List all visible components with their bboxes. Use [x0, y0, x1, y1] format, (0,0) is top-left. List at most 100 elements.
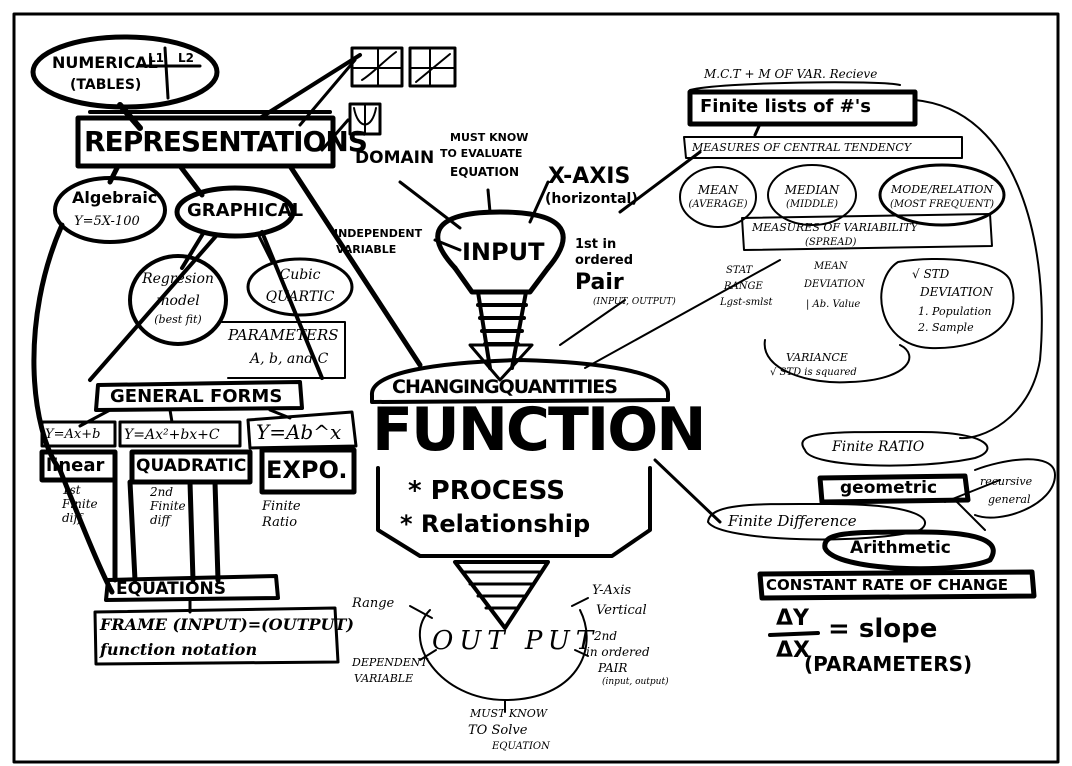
independent-label-2: VARIABLE [336, 243, 397, 256]
table-cell-l1: L1 [148, 51, 164, 65]
diff-linear-1: 1st [62, 483, 81, 497]
arithmetic-label: Arithmetic [850, 538, 951, 558]
graphical-oval [174, 185, 296, 239]
std-dev-1: √ STD [912, 267, 950, 281]
geometric-label: geometric [840, 478, 938, 498]
std-deviation-oval [880, 258, 1015, 350]
variance-1: VARIANCE [786, 351, 848, 364]
equations-box [104, 574, 280, 602]
general-forms-box [94, 380, 304, 412]
median-oval [767, 164, 857, 226]
slope-label: = slope [828, 614, 938, 644]
numerical-oval [30, 34, 220, 110]
domain-label: DOMAIN [355, 148, 435, 168]
median-label: MEDIAN [784, 183, 840, 197]
parameters-abc: A, b, and C [250, 351, 329, 367]
function-notation-box [93, 606, 340, 666]
function-body [376, 466, 652, 558]
form-expo: Y=Ab^x [256, 420, 342, 444]
relationship-label: * Relationship [400, 510, 591, 538]
second-pair-4: (input, output) [602, 677, 669, 687]
std-dev-3: 1. Population [918, 305, 992, 318]
algebraic-label: Algebraic [72, 188, 158, 207]
must-know-solve-2: TO Solve [468, 723, 528, 738]
type-box-expo [259, 447, 357, 495]
mean-dev-1: MEAN [814, 261, 848, 272]
notation-line-1: FRAME (INPUT)=(OUTPUT) [100, 615, 354, 634]
diff-linear-2: Finite [62, 497, 98, 511]
diff-quad-1: 2nd [150, 485, 174, 499]
input-bulb [435, 209, 566, 271]
input-label: INPUT [462, 238, 545, 266]
variance-curve [763, 339, 911, 384]
pair-note: (INPUT, OUTPUT) [593, 297, 676, 307]
x-axis-sub: (horizontal) [545, 191, 638, 207]
vertical-label: Vertical [596, 603, 647, 618]
regression-line-1: Regresion [142, 271, 214, 287]
cubic-label: Cubic [279, 267, 321, 283]
mean-oval [679, 166, 757, 228]
second-pair-3: PAIR [598, 661, 628, 675]
dependent-label-2: VARIABLE [354, 672, 414, 685]
type-box-linear [39, 449, 118, 483]
variability-sub: (SPREAD) [805, 237, 857, 248]
page-border [12, 12, 1060, 764]
type-expo: EXPO. [266, 456, 348, 484]
form-box-linear [40, 420, 117, 448]
output-label: OUT PUT [432, 626, 600, 656]
form-box-expo [246, 410, 358, 450]
central-tendency-box [683, 136, 963, 159]
independent-label-1: INDEPENDENT [334, 227, 423, 240]
quartic-label: QUARTIC [265, 289, 335, 305]
second-pair-1: 2nd [594, 629, 618, 643]
table-cell-l2: L2 [178, 51, 194, 65]
form-linear: Y=Ax+b [45, 427, 101, 442]
mean-sub: (AVERAGE) [688, 199, 748, 210]
std-dev-4: 2. Sample [918, 321, 974, 334]
must-know-evaluate-2: TO EVALUATE [440, 147, 523, 160]
delta-x-label: ΔX [776, 638, 810, 663]
constant-rate-label: CONSTANT RATE OF CHANGE [766, 576, 1008, 594]
range-label: Range [352, 596, 395, 611]
diff-quad-2: Finite [150, 499, 186, 513]
variability-label: MEASURES OF VARIABILITY [752, 221, 918, 234]
parameters-label: PARAMETERS [228, 326, 339, 344]
recursive-oval [974, 458, 1056, 519]
must-know-evaluate-3: EQUATION [450, 165, 520, 179]
finite-difference-label: Finite Difference [728, 512, 857, 530]
mode-oval [878, 163, 1006, 227]
finite-lists-box [687, 89, 918, 127]
must-know-evaluate-1: MUST KNOW [450, 131, 529, 144]
algebraic-example: Y=5X-100 [74, 214, 140, 229]
mode-sub: (MOST FREQUENT) [889, 199, 995, 210]
finite-lists-label: Finite lists of #'s [700, 96, 871, 117]
delta-y-label: ΔY [776, 606, 809, 631]
mean-label: MEAN [697, 183, 739, 197]
stat-range-3: Lgst-smlst [720, 297, 773, 308]
general-forms-title: GENERAL FORMS [110, 386, 283, 407]
representations-box [75, 115, 336, 169]
diff-expo-2: Ratio [262, 515, 298, 530]
type-quadratic: QUADRATIC [136, 456, 247, 476]
finite-ratio-label: Finite RATIO [832, 439, 925, 455]
second-pair-2: in ordered [586, 645, 650, 659]
central-tendency-label: MEASURES OF CENTRAL TENDENCY [692, 141, 912, 154]
graphical-label: GRAPHICAL [187, 200, 304, 221]
numerical-label: NUMERICAL [52, 53, 158, 72]
diff-linear-3: diff [62, 511, 83, 525]
std-dev-2: DEVIATION [920, 285, 993, 299]
stat-range-1: STAT [726, 265, 753, 276]
regression-oval [128, 254, 228, 346]
variability-box [741, 213, 993, 251]
mean-dev-3: | Ab. Value [806, 299, 861, 310]
finite-difference-oval [707, 502, 926, 541]
process-label: * PROCESS [408, 476, 565, 506]
x-axis-label: X-AXIS [548, 164, 631, 189]
arithmetic-oval [822, 529, 996, 572]
stats-header-note: M.C.T + M OF VAR. Recieve [704, 67, 878, 81]
stat-range-2: RANGE [724, 281, 763, 292]
recursive-label: recursive [980, 475, 1033, 488]
cubic-quartic-oval [246, 257, 354, 317]
